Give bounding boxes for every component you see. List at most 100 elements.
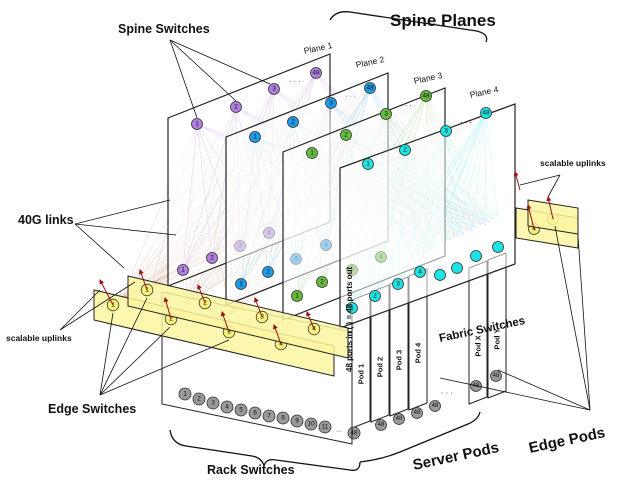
pod-label: Pod X bbox=[474, 335, 483, 356]
callout-pointer bbox=[169, 39, 271, 85]
edge-switch-label: 1 bbox=[111, 302, 115, 309]
spine-switch-label: 1 bbox=[195, 121, 199, 128]
fabric-switch-node bbox=[392, 278, 404, 290]
uplink-arrow bbox=[99, 279, 114, 306]
rack-switch-node bbox=[192, 392, 206, 406]
callout-pointer bbox=[554, 225, 591, 411]
rack-switch-node bbox=[290, 414, 304, 428]
rack-switch-label: 6 bbox=[253, 410, 257, 417]
spine-switch-node bbox=[340, 129, 352, 141]
uplink-arrow bbox=[197, 284, 206, 304]
rack-switch-node bbox=[220, 400, 234, 414]
fabric-switch-label: 1 bbox=[181, 267, 185, 274]
spine-switch-label: 1 bbox=[310, 150, 314, 157]
fabric-switch-node bbox=[492, 241, 504, 253]
label-spine-switches: Spine Switches bbox=[118, 22, 210, 36]
fabric-switch-label: 3 bbox=[396, 281, 400, 288]
spine-switch-node bbox=[420, 90, 432, 102]
label-uplinks-right: scalable uplinks bbox=[540, 158, 606, 168]
uplink-arrow bbox=[273, 324, 282, 345]
pod-rack-node bbox=[490, 370, 502, 382]
spine-switch-label: 1 bbox=[253, 134, 257, 141]
callout-pointer bbox=[99, 312, 114, 396]
spine-switch-node bbox=[310, 67, 322, 79]
uplink-arrow bbox=[220, 311, 230, 333]
spine-switch-label: 48 bbox=[312, 70, 320, 77]
pod-rack-node bbox=[393, 413, 405, 425]
rack-switch-node bbox=[178, 387, 192, 401]
uplink-arrow bbox=[254, 297, 263, 318]
spine-switch-node bbox=[480, 107, 492, 119]
rack-switch-label: 5 bbox=[239, 407, 243, 414]
fabric-switch-node bbox=[414, 266, 426, 278]
uplink-arrow bbox=[526, 204, 535, 230]
pod-rack-label: 48 bbox=[432, 403, 439, 409]
spine-switch-node bbox=[306, 147, 318, 159]
callout-pointer bbox=[497, 369, 591, 411]
callout-pointer bbox=[74, 199, 171, 225]
fabric-switch-label: 1 bbox=[295, 293, 299, 300]
fabric-switch-node bbox=[291, 290, 303, 302]
spine-ellipsis: · · · bbox=[345, 93, 356, 100]
spine-switch-label: 48 bbox=[422, 93, 430, 100]
fabric-switch-node bbox=[470, 250, 482, 262]
fabric-switch-node bbox=[451, 262, 463, 274]
rack-switch-node bbox=[234, 403, 248, 417]
rack-switch-label: 10 bbox=[307, 421, 315, 428]
callout-pointer bbox=[439, 377, 591, 411]
pod-label: Pod 2 bbox=[376, 357, 385, 377]
edge-switch-label: 4 bbox=[279, 341, 283, 348]
rack-switch-label: 4 bbox=[225, 404, 229, 411]
callout-pointer bbox=[59, 289, 101, 331]
spine-switch-node bbox=[230, 101, 242, 113]
fabric-switch-label: 1 bbox=[350, 305, 354, 312]
rack-switches-brace bbox=[169, 429, 361, 471]
callout-pointer bbox=[99, 339, 230, 396]
spine-switch-node bbox=[249, 131, 261, 143]
rack-switch-label: 1 bbox=[183, 391, 187, 398]
spine-switch-label: 3 bbox=[384, 111, 388, 118]
rack-ellipsis: ... bbox=[336, 427, 342, 434]
plane-label-4: Plane 4 bbox=[469, 84, 500, 100]
pod-label: Pod 1 bbox=[357, 364, 366, 384]
fabric-switch-label: 1 bbox=[239, 281, 243, 288]
spine-switch-label: 3 bbox=[272, 86, 276, 93]
pod-rack-label: 48 bbox=[414, 410, 421, 416]
spine-switch-label: 2 bbox=[403, 147, 407, 154]
label-server-pods: Server Pods bbox=[411, 439, 500, 474]
plane-label-3: Plane 3 bbox=[413, 70, 444, 86]
callout-pointer bbox=[547, 174, 561, 198]
rack-switch-node bbox=[318, 420, 332, 434]
fabric-switch-label: 2 bbox=[266, 269, 270, 276]
label-edge-pods: Edge Pods bbox=[527, 424, 606, 457]
pod-rack-label: 48 bbox=[493, 373, 500, 379]
spine-switch-label: 3 bbox=[329, 100, 333, 107]
pod-label: Pod 4 bbox=[414, 342, 423, 363]
callout-pointer bbox=[169, 39, 198, 119]
edge-switch-label: 4 bbox=[312, 326, 316, 333]
pod-rack-label: 48 bbox=[396, 416, 403, 422]
rack-switch-node bbox=[347, 426, 361, 440]
label-ports-note: 48 ports in ( ) = 48 ports out bbox=[345, 267, 354, 372]
callout-layer bbox=[59, 11, 591, 471]
spine-planes-brace bbox=[329, 11, 488, 43]
uplink-arrow bbox=[138, 269, 148, 291]
callout-pointer bbox=[74, 223, 125, 269]
label-rack-switches: Rack Switches bbox=[207, 463, 295, 477]
spine-switch-label: 2 bbox=[234, 104, 238, 111]
rack-switch-node bbox=[304, 417, 318, 431]
label-uplinks-left: scalable uplinks bbox=[6, 333, 72, 343]
fabric-switch-node bbox=[262, 266, 274, 278]
spine-switch-node bbox=[364, 82, 376, 94]
callout-pointer bbox=[169, 39, 237, 102]
spine-switch-node bbox=[287, 116, 299, 128]
pod-rack-node bbox=[375, 419, 387, 431]
spine-switch-label: 1 bbox=[366, 161, 370, 168]
fabric-switch-node bbox=[369, 290, 381, 302]
callout-pointer bbox=[577, 235, 591, 411]
callout-pointer bbox=[99, 326, 171, 396]
spine-switch-node bbox=[325, 97, 337, 109]
uplink-arrow bbox=[306, 311, 315, 330]
